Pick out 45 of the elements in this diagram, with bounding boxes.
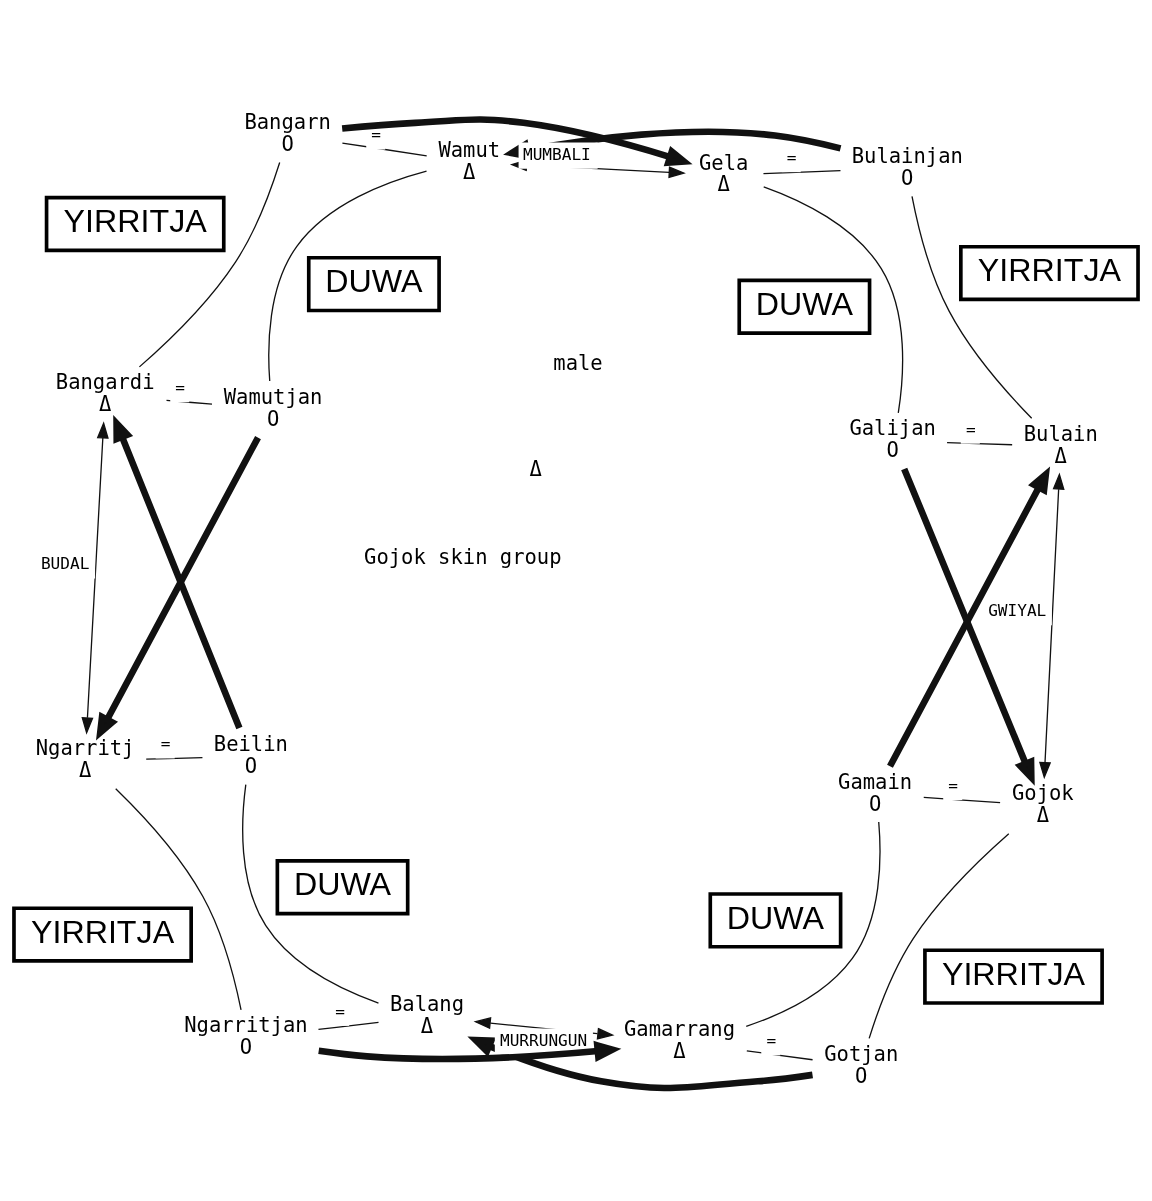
label: Gojok skin group [364, 544, 562, 569]
node-text: Gotjan [824, 1041, 899, 1066]
node-text: Wamutjan [223, 384, 323, 409]
node-label: O [281, 132, 294, 157]
edge-label: = [175, 378, 186, 398]
node-label: Δ [99, 392, 112, 417]
node-label: O [244, 753, 257, 778]
node-text: Gela [698, 150, 749, 175]
label: male [553, 350, 603, 375]
node-text: Bangarn [244, 110, 331, 135]
edge-label: = [371, 125, 382, 145]
edge-label: MUMBALI [522, 144, 591, 164]
node-label: O [901, 165, 914, 190]
node-label: Δ [78, 758, 92, 783]
edge-label: = [335, 1001, 345, 1021]
node-label: Δ [673, 1039, 686, 1064]
label: Δ [529, 456, 542, 481]
node-text: Gojok [1012, 780, 1074, 805]
node-text: Gamarrang [623, 1017, 736, 1042]
node-text: Ngarritjan [184, 1013, 308, 1038]
edge-label: = [766, 1031, 777, 1051]
node-label: O [868, 791, 882, 816]
node-text: Bangardi [55, 370, 155, 395]
edge-label: GWIYAL [988, 601, 1047, 621]
node-text: Gamain [838, 769, 913, 794]
node-text: Galijan [849, 416, 936, 441]
node-text: Bulain [1023, 421, 1098, 446]
node-label: O [266, 406, 280, 431]
edge-label: = [786, 148, 797, 168]
edge-label: = [160, 734, 171, 754]
node-label: Δ [463, 159, 476, 184]
node-label: O [239, 1035, 253, 1060]
node-text: Wamut [438, 137, 501, 162]
node-label: Δ [717, 172, 730, 197]
node-text: Bulainjan [851, 143, 963, 168]
edge-label: = [948, 775, 959, 795]
node-text: Ngarritj [35, 736, 135, 761]
node-text: Beilin [213, 731, 288, 756]
node-label: Δ [1054, 443, 1067, 468]
node-label: O [886, 438, 899, 463]
edge-label: = [965, 419, 976, 439]
edge-label: MURRUNGUN [499, 1030, 588, 1050]
edge-label: BUDAL [40, 554, 90, 574]
node-text: Balang [390, 992, 465, 1017]
node-label: Δ [420, 1014, 434, 1039]
